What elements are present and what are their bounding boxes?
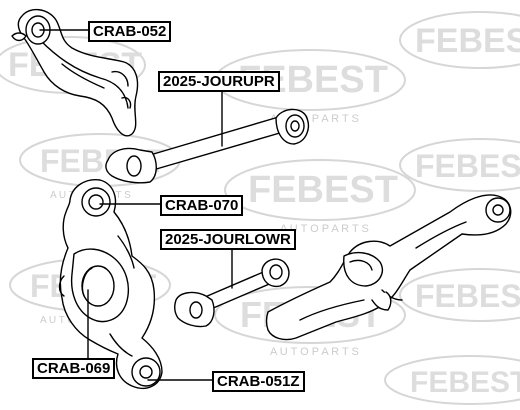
watermark-logo: FEBEST — [399, 268, 520, 322]
rear-knuckle — [58, 179, 163, 390]
upper-trailing-arm — [11, 9, 139, 137]
watermark-brand: FEBEST — [415, 278, 520, 314]
watermark-brand: FEBEST — [415, 148, 520, 184]
lower-control-arm — [265, 194, 512, 341]
watermark-logo: FEBEST — [399, 11, 520, 69]
watermark-tagline: A U T O P A R T S — [280, 223, 369, 235]
bushing-inner — [139, 365, 153, 379]
watermark-logo: FEBEST — [399, 138, 520, 192]
bushing-inner — [290, 120, 300, 132]
bushing-inner — [88, 194, 104, 210]
leader-lines — [39, 29, 233, 381]
label-crab-070: CRAB-070 — [160, 195, 244, 216]
bushing — [269, 264, 283, 280]
label-2025-jourlowr: 2025-JOURLOWR — [160, 229, 296, 250]
watermark-brand: FEBEST — [415, 22, 520, 60]
lower-lateral-link — [173, 258, 290, 328]
watermark-tagline: A U T O P A R T S — [270, 346, 359, 358]
label-crab-052: CRAB-052 — [88, 21, 172, 42]
label-crab-069: CRAB-069 — [32, 358, 116, 379]
bushing-inner — [492, 204, 504, 216]
upper-lateral-link — [105, 108, 310, 184]
label-2025-jourupr: 2025-JOURUPR — [158, 71, 280, 92]
parts-layer — [11, 9, 512, 390]
watermark-brand: FEBEST — [248, 169, 398, 211]
watermark-logo: FEBEST A U T O P A R T S — [224, 159, 416, 235]
watermark-layer: FEBEST FEBEST A U T O P A R T S FEBEST F… — [0, 11, 520, 405]
watermark-brand: FEBEST — [410, 366, 520, 399]
label-crab-051z: CRAB-051Z — [212, 371, 305, 392]
watermark-logo: FEBEST — [384, 355, 520, 405]
